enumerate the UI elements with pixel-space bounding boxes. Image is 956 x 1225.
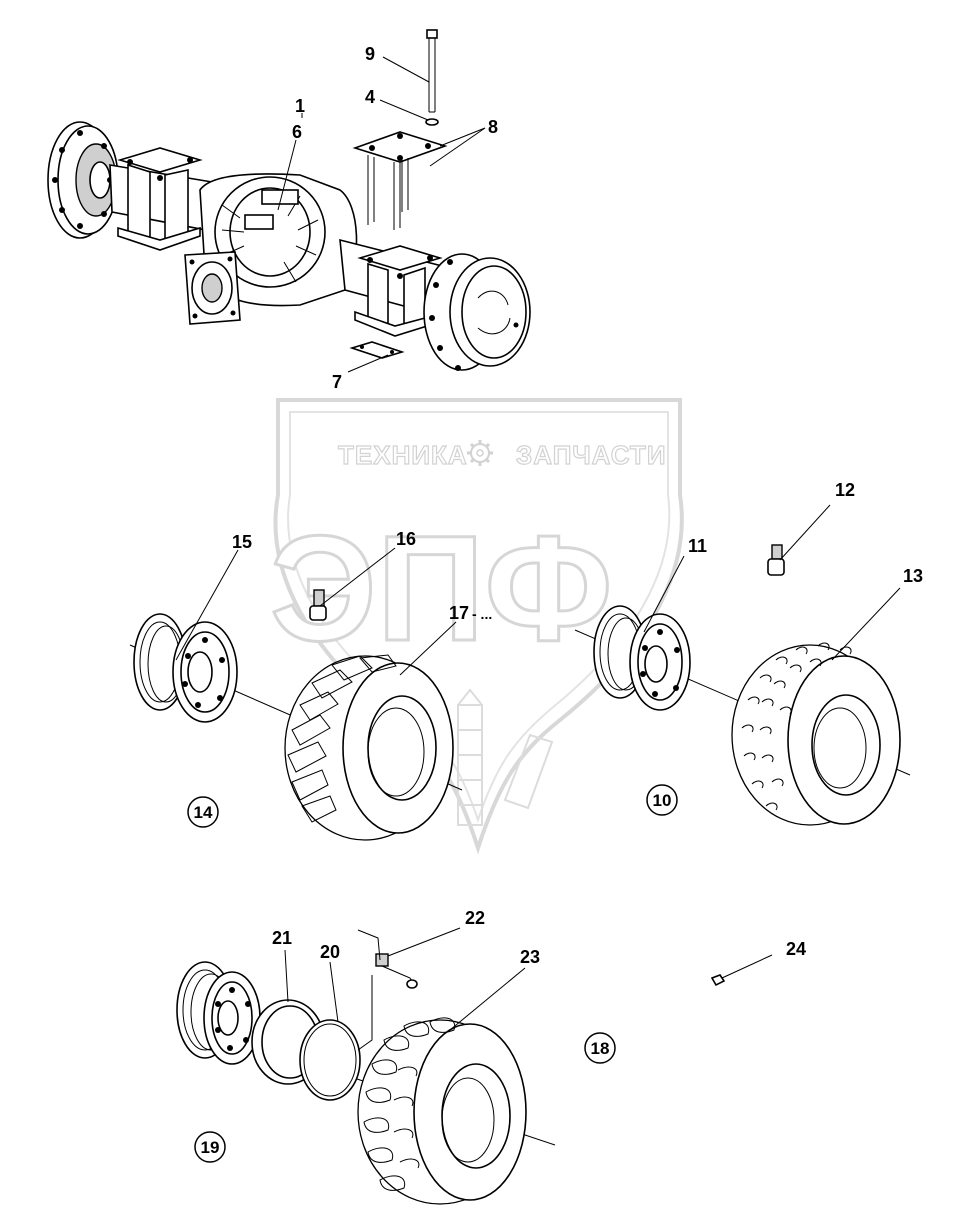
- callout-4: 4: [365, 87, 375, 107]
- group-10-label: 10: [653, 791, 672, 810]
- watermark: ТЕХНИКА ЗАПЧАСТИ ЭПФ: [269, 398, 684, 855]
- group-18-badge: 18: [584, 1032, 616, 1064]
- callout-20: 20: [320, 942, 340, 962]
- callout-1: 1: [295, 96, 305, 116]
- group-14-badge: 14: [187, 796, 219, 828]
- callout-6: 6: [292, 122, 302, 142]
- wheel-group-10: [574, 544, 911, 826]
- group-19-label: 19: [201, 1138, 220, 1157]
- valve-12-icon: [767, 544, 785, 576]
- callout-9: 9: [365, 44, 375, 64]
- callout-22: 22: [465, 908, 485, 928]
- gear-icon: [467, 440, 493, 466]
- callout-15: 15: [232, 532, 252, 552]
- callout-labels: 9 4 1 6 8 7 15 16 17 - ... 11 12 13 21 2…: [232, 44, 923, 967]
- watermark-text-left: ТЕХНИКА: [338, 440, 468, 470]
- leader-lines: [175, 56, 901, 1031]
- watermark-text-right: ЗАПЧАСТИ: [516, 440, 667, 470]
- watermark-big-letters: ЭПФ: [270, 504, 613, 672]
- valve-16-icon: [309, 589, 327, 621]
- group-19-badge: 19: [194, 1131, 226, 1163]
- callout-16: 16: [396, 529, 416, 549]
- note-dots: - ...: [472, 606, 492, 622]
- valve-22-icon: [375, 953, 418, 989]
- callout-21: 21: [272, 928, 292, 948]
- group-14-label: 14: [194, 803, 213, 822]
- callout-24: 24: [786, 939, 806, 959]
- axle-assembly: [47, 29, 531, 371]
- callout-11: 11: [688, 536, 707, 556]
- group-18-label: 18: [591, 1039, 610, 1058]
- callout-8: 8: [488, 117, 498, 137]
- callout-23: 23: [520, 947, 540, 967]
- callout-17: 17: [449, 603, 469, 623]
- group-labels: 14 10 18 19: [187, 784, 678, 1163]
- wheel-group-19: [176, 929, 726, 1205]
- callout-7: 7: [332, 372, 342, 392]
- wheel-group-14: [129, 589, 463, 841]
- callout-13: 13: [903, 566, 923, 586]
- nut-24-icon: [710, 974, 726, 987]
- callout-12: 12: [835, 480, 855, 500]
- group-10-badge: 10: [646, 784, 678, 816]
